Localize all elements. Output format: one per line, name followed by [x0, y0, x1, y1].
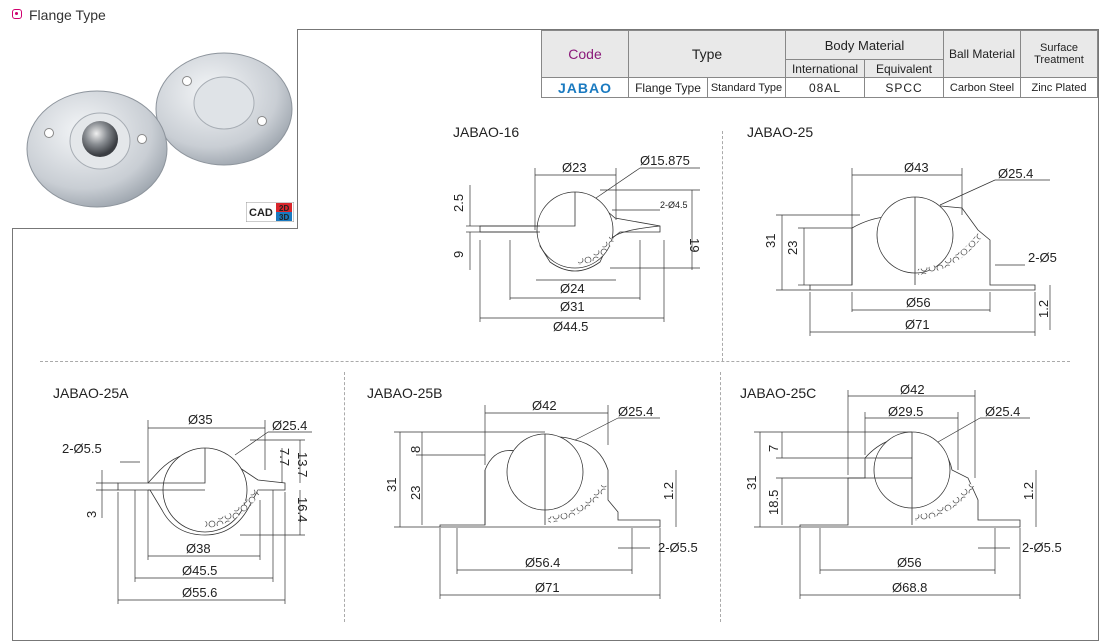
divider [722, 131, 723, 361]
drawing-jabao-25b [439, 433, 661, 528]
cell-international: 08AL [785, 77, 865, 98]
dim-label: Ø31 [560, 299, 585, 314]
dim-label: 2-Ø4.5 [660, 200, 688, 210]
title-jabao-25a: JABAO-25A [53, 385, 129, 401]
dim-label: 23 [785, 241, 800, 255]
ball-transfer-unit-image [26, 52, 293, 208]
dim-label: Ø71 [905, 317, 930, 332]
dim-label: Ø24 [560, 281, 585, 296]
dim-label: Ø55.6 [182, 585, 217, 600]
cell-equivalent: SPCC [864, 77, 944, 98]
dim-label: Ø56 [906, 295, 931, 310]
th-equivalent: Equivalent [864, 59, 944, 78]
cad-label: CAD [249, 207, 273, 219]
cad-badge[interactable]: CAD 2D 3D [245, 201, 295, 223]
dim-label: 18.5 [766, 490, 781, 515]
dim-label: 16.4 [295, 497, 310, 522]
dim-label: Ø68.8 [892, 580, 927, 595]
dim-label: 7 [766, 445, 781, 452]
dim-label: 1.2 [1036, 300, 1051, 318]
th-code: Code [541, 30, 629, 78]
divider [720, 372, 721, 622]
drawing-jabao-25c [799, 431, 1021, 528]
dim-label: 2-Ø5 [1028, 250, 1057, 265]
dim-label: 31 [763, 234, 778, 248]
cell-type1: Flange Type [628, 77, 708, 98]
dim-label: Ø43 [904, 160, 929, 175]
dim-label: 2.5 [451, 194, 466, 212]
divider [344, 372, 345, 622]
dim-label: Ø71 [535, 580, 560, 595]
dim-label: Ø44.5 [553, 319, 588, 334]
dim-label: 2-Ø5.5 [658, 540, 698, 555]
dim-label: Ø56 [897, 555, 922, 570]
th-surface-treatment: Surface Treatment [1020, 30, 1098, 78]
th-ball-material: Ball Material [943, 30, 1021, 78]
dim-label: Ø23 [562, 160, 587, 175]
dim-label: Ø29.5 [888, 404, 923, 419]
dim-label: Ø42 [532, 398, 557, 413]
title-jabao-25b: JABAO-25B [367, 385, 442, 401]
dim-label: Ø25.4 [272, 418, 307, 433]
dim-label: Ø25.4 [618, 404, 653, 419]
cad-3d: 3D [279, 213, 289, 222]
dim-label: 13.7 [295, 452, 310, 477]
drawing-jabao-25a [117, 447, 286, 536]
dim-label: Ø38 [186, 541, 211, 556]
product-photo [12, 29, 298, 229]
spec-table: Code Type Body Material Ball Material Su… [541, 30, 1098, 98]
title-jabao-25c: JABAO-25C [740, 385, 816, 401]
dim-label: 3 [84, 511, 99, 518]
cad-2d: 2D [279, 204, 289, 213]
dim-label: 1.2 [1021, 482, 1036, 500]
th-body-material: Body Material [785, 30, 944, 60]
title-jabao-25: JABAO-25 [747, 124, 813, 140]
divider [40, 361, 1070, 362]
content-frame [12, 29, 1099, 641]
dim-label: 7.7 [277, 448, 292, 466]
drawing-jabao-16 [479, 191, 661, 272]
dim-label: 31 [744, 476, 759, 490]
cell-surface-treatment: Zinc Plated [1020, 77, 1098, 98]
th-international: International [785, 59, 865, 78]
dim-label: 23 [408, 486, 423, 500]
dim-label: Ø25.4 [998, 166, 1033, 181]
dim-label: 2-Ø5.5 [62, 441, 102, 456]
dim-label: 31 [384, 478, 399, 492]
cell-type2: Standard Type [707, 77, 786, 98]
dim-label: 9 [451, 251, 466, 258]
dim-label: 8 [408, 446, 423, 453]
drawing-jabao-25 [809, 196, 1036, 291]
dim-label: Ø56.4 [525, 555, 560, 570]
th-type: Type [628, 30, 786, 78]
dim-label: Ø35 [188, 412, 213, 427]
section-title: Flange Type [29, 7, 106, 23]
dim-label: Ø15.875 [640, 153, 690, 168]
dim-label: 1.2 [661, 482, 676, 500]
dim-label: Ø42 [900, 382, 925, 397]
dim-label: 19 [687, 238, 702, 252]
title-jabao-16: JABAO-16 [453, 124, 519, 140]
dim-label: Ø25.4 [985, 404, 1020, 419]
section-bullet-icon [12, 9, 22, 19]
cell-code: JABAO [541, 77, 629, 98]
dim-label: 2-Ø5.5 [1022, 540, 1062, 555]
dim-label: Ø45.5 [182, 563, 217, 578]
